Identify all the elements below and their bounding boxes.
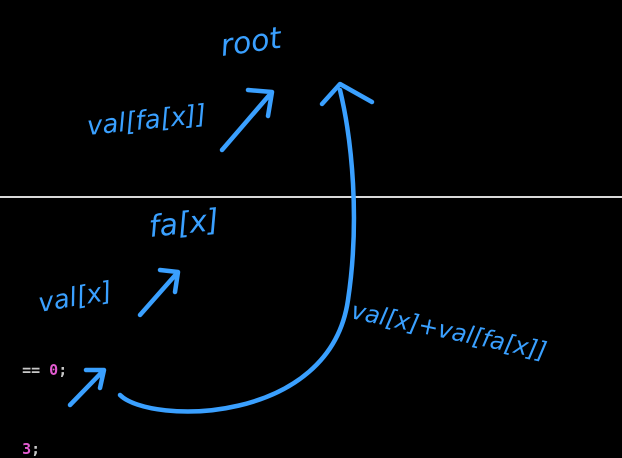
curved-arrow-head-icon — [319, 81, 375, 107]
val-x-label: val[x] — [36, 276, 114, 318]
code-number: 3 — [22, 440, 32, 458]
arrow-mid-icon — [137, 267, 181, 318]
curved-arrow-icon — [117, 87, 357, 414]
code-operator: == — [22, 361, 50, 379]
root-label: root — [218, 21, 284, 64]
code-semicolon: ; — [58, 361, 68, 379]
code-number: 0 — [49, 361, 59, 379]
val-sum-label: val[x]+val[fa[x]] — [349, 296, 549, 365]
fa-x-label: fa[x] — [147, 203, 220, 245]
whiteboard-canvas: root val[fa[x]] fa[x] val[x] val[x]+val[… — [0, 21, 622, 414]
code-semicolon: ; — [31, 440, 41, 458]
code-line-2: 3; — [4, 422, 40, 458]
arrow-top-icon — [219, 87, 275, 153]
code-line-1: == 0; — [4, 343, 67, 379]
val-fa-x-label: val[fa[x]] — [86, 100, 208, 142]
arrow-small-icon — [67, 367, 107, 408]
